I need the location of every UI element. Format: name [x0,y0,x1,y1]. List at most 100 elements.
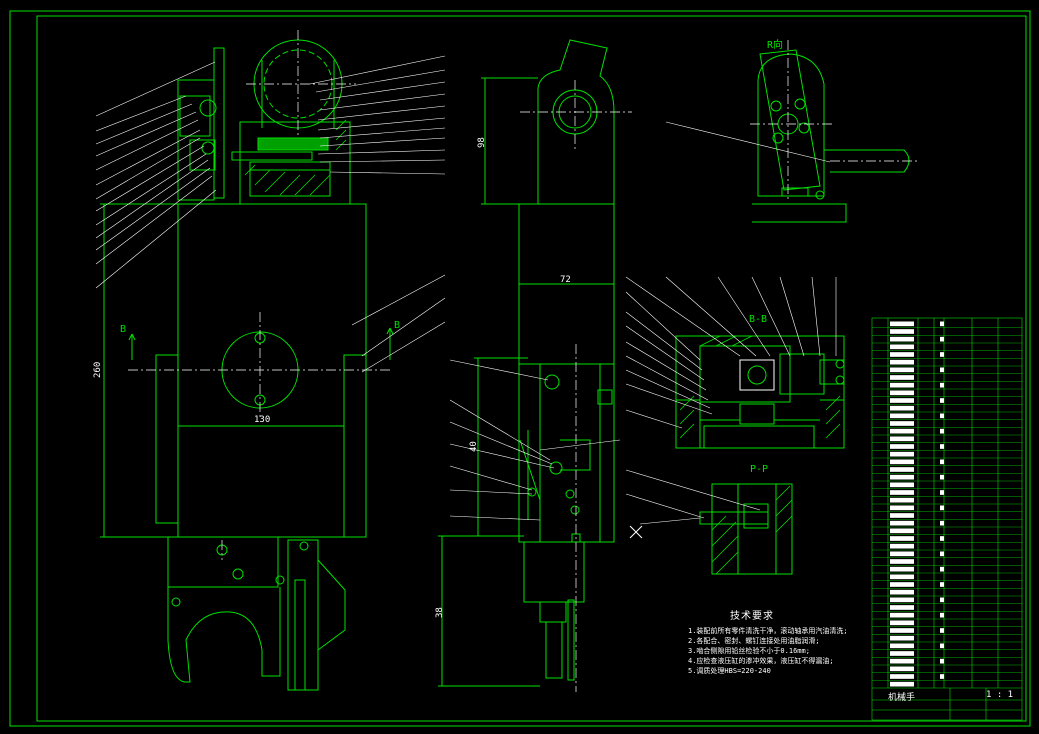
parts-row-qty-block [940,536,944,541]
parts-row-qty-block [940,459,944,465]
parts-row-qty-block [940,352,944,357]
parts-row-qty-block [940,398,944,403]
parts-row-name-block [890,497,914,503]
parts-list [871,317,1023,721]
r-view [752,49,910,223]
parts-row-qty-block [940,674,944,679]
r-view-centerlines [665,40,918,200]
parts-row-name-block [890,359,914,365]
parts-row-name-block [890,551,914,557]
parts-row-name-block [890,367,914,373]
drawing-name: 机械手 [888,693,916,703]
parts-row-qty-block [940,628,944,633]
parts-row-name-block [890,635,914,641]
parts-row-qty-block [940,367,944,373]
parts-row-name-block [890,666,914,672]
parts-row-name-block [890,436,914,442]
parts-row-qty-block [940,474,944,480]
parts-row-name-block [890,344,914,350]
dim-right: 40 [469,441,479,452]
parts-row-name-block [890,336,914,342]
parts-row-name-block [890,589,914,595]
parts-row-qty-block [940,612,944,618]
parts-row-name-block [890,681,914,687]
parts-row-name-block [890,612,914,618]
parts-row-name-block [890,451,914,457]
parts-row-name-block [890,658,914,664]
parts-row-name-block [890,505,914,511]
parts-row-qty-block [940,444,944,449]
parts-row-qty-block [940,321,944,327]
parts-row-name-block [890,582,914,587]
parts-row-name-block [890,536,914,541]
middle-centerlines [520,80,632,692]
parts-row-name-block [890,528,914,534]
pp-leaders [625,469,761,525]
parts-row-qty-block [940,490,944,495]
parts-row-qty-block [940,566,944,572]
dimension-text: 260 130 98 72 40 38 [93,137,571,618]
parts-row-qty-block [940,597,944,603]
parts-row-name-block [890,643,914,649]
drawing-scale: 1 : 1 [986,690,1014,700]
parts-list-rows [872,321,1022,687]
parts-row-name-block [890,352,914,357]
parts-row-name-block [890,321,914,327]
parts-row-name-block [890,605,914,610]
parts-row-name-block [890,390,914,396]
parts-row-name-block [890,467,914,472]
parts-row-name-block [890,559,914,564]
parts-row-name-block [890,651,914,656]
parts-row-name-block [890,674,914,679]
tech-line-1: 1.装配前所有零件清洗干净，滚动轴承用汽油清洗; [688,627,848,635]
middle-leaders [449,359,621,521]
tech-requirements-title: 技术要求 [730,611,774,622]
pp-section [699,483,793,575]
left-centerlines [128,30,390,560]
parts-row-qty-block [940,382,944,388]
section-b-left: B [120,324,126,335]
parts-row-name-block [890,574,914,580]
parts-row-qty-block [940,658,944,664]
parts-row-qty-block [940,505,944,511]
parts-row-name-block [890,398,914,403]
dim-260: 260 [93,362,103,378]
parts-row-name-block [890,382,914,388]
left-leaders [95,55,446,373]
parts-row-name-block [890,566,914,572]
view-r: R向 [767,38,783,51]
parts-row-name-block [890,620,914,626]
tech-line-5: 5.调质处理HBS=220-240 [688,667,771,675]
bb-leaders [625,276,837,429]
parts-row-name-block [890,444,914,449]
parts-row-qty-block [940,643,944,649]
parts-row-qty-block [940,428,944,434]
section-b-b: B-B [749,314,767,325]
tech-line-2: 2.各配合、密封、螺钉连接处用油脂润滑; [688,637,820,645]
parts-row-name-block [890,421,914,426]
outer-frame [9,10,1031,727]
tech-requirements: 技术要求 1.装配前所有零件清洗干净，滚动轴承用汽油清洗; 2.各配合、密封、螺… [688,612,868,676]
dim-72: 72 [560,275,571,285]
section-text: B B B-B P-P R向 [120,38,783,475]
parts-row-name-block [890,459,914,465]
parts-row-name-block [890,597,914,603]
parts-row-name-block [890,474,914,480]
parts-row-name-block [890,428,914,434]
section-p-p: P-P [750,464,768,475]
parts-row-qty-block [940,551,944,557]
parts-row-name-block [890,482,914,488]
tech-line-4: 4.应检查液压缸的渗冲效果，液压缸不得漏油; [688,657,834,665]
section-b-right: B [394,320,400,331]
parts-row-qty-block [940,413,944,419]
parts-row-qty-block [940,520,944,526]
parts-row-name-block [890,405,914,411]
parts-row-name-block [890,375,914,380]
inner-frame [36,15,1027,722]
dim-130: 130 [254,415,270,425]
parts-row-name-block [890,413,914,419]
parts-row-qty-block [940,582,944,587]
parts-row-name-block [890,520,914,526]
dim-lower: 38 [435,607,445,618]
